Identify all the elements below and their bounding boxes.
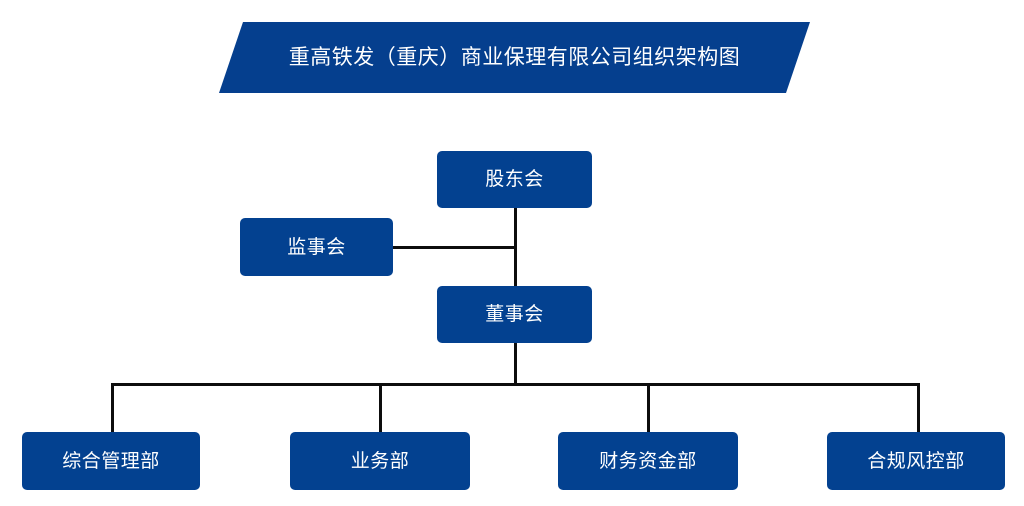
connector-drop-department-1 [111,383,114,432]
connector-drop-department-4 [917,383,920,432]
connector-shareholders-to-directors [514,208,517,286]
connector-supervisors-to-trunk [393,246,515,249]
node-department-business[interactable]: 业务部 [290,432,470,490]
node-department-finance-funds[interactable]: 财务资金部 [558,432,738,490]
banner-parallelogram-shape [219,22,810,93]
node-shareholders-meeting[interactable]: 股东会 [437,151,592,208]
node-department-compliance-risk-control[interactable]: 合规风控部 [827,432,1005,490]
connector-drop-department-2 [379,383,382,432]
connector-directors-to-bus [514,343,517,385]
connector-drop-department-3 [647,383,650,432]
connector-department-bus [111,383,920,386]
node-department-general-management[interactable]: 综合管理部 [22,432,200,490]
chart-title-banner: 重高铁发（重庆）商业保理有限公司组织架构图 [219,22,810,93]
node-board-of-supervisors[interactable]: 监事会 [240,218,393,276]
chart-title-text: 重高铁发（重庆）商业保理有限公司组织架构图 [288,46,741,69]
node-board-of-directors[interactable]: 董事会 [437,286,592,343]
